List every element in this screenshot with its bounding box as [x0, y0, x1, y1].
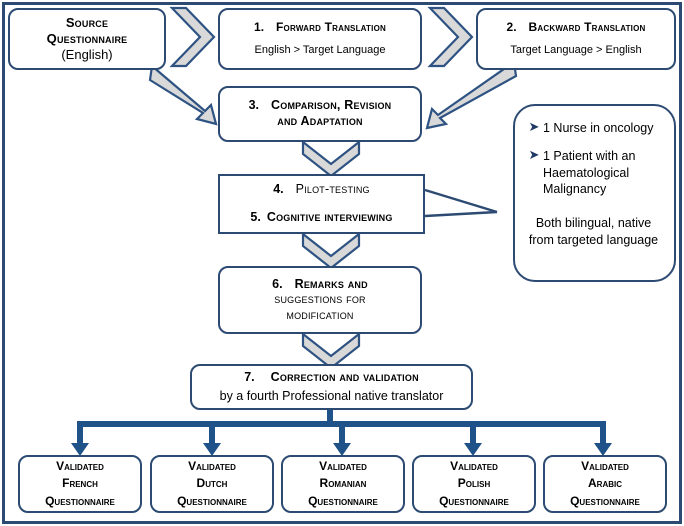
output-polish-line-1: Validated	[450, 458, 498, 473]
step-7-title: Correction and validation	[270, 369, 419, 384]
output-box-polish[interactable]: Validated Polish Questionnaire	[412, 455, 536, 513]
step-1-forward-translation-box[interactable]: 1. Forward Translation English > Target …	[218, 8, 422, 70]
output-romanian-line-3: Questionnaire	[308, 493, 378, 508]
diagonal-arrow-source-to-step3	[148, 63, 218, 126]
output-box-dutch[interactable]: Validated Dutch Questionnaire	[150, 455, 274, 513]
step-6-title-line-1: Remarks and	[294, 276, 368, 291]
participants-info-box[interactable]: ➤ 1 Nurse in oncology ➤ 1 Patient with a…	[513, 104, 676, 282]
source-line-3: (English)	[61, 47, 113, 63]
chevron-arrow-step3-to-step4	[301, 139, 361, 178]
output-arabic-line-1: Validated	[581, 458, 629, 473]
step-3-title-line-2: and Adaptation	[277, 114, 363, 128]
output-polish-line-2: Polish	[457, 476, 491, 491]
step-2-subtitle: Target Language > English	[510, 44, 642, 57]
output-polish-line-3: Questionnaire	[439, 493, 509, 508]
output-dutch-line-2: Dutch	[196, 476, 228, 491]
step-6-title-line-3: modification	[286, 307, 354, 322]
participant-item-2-line-2: Haematological	[543, 165, 630, 180]
step-7-subtitle: by a fourth Professional native translat…	[219, 388, 444, 403]
step-1-number: 1.	[254, 20, 265, 35]
step-1-title: Forward Translation	[276, 20, 386, 35]
participants-footnote-line-1: Both bilingual, native	[535, 216, 652, 230]
participant-item-1: ➤ 1 Nurse in oncology	[525, 119, 662, 136]
chevron-arrow-step6-to-step7	[301, 331, 361, 370]
step-2-number: 2.	[506, 20, 517, 35]
participants-footnote: Both bilingual, native from targeted lan…	[525, 215, 662, 249]
bullet-arrow-icon: ➤	[528, 119, 540, 134]
step-7-correction-validation-box[interactable]: 7. Correction and validation by a fourth…	[190, 364, 473, 410]
step-6-number: 6.	[272, 276, 283, 291]
step-4-row: 4. Pilot-testing	[273, 182, 370, 198]
output-french-line-2: French	[62, 476, 98, 491]
participant-item-1-label: 1 Nurse in oncology	[543, 121, 654, 135]
source-questionnaire-box[interactable]: Source Questionnaire (English)	[8, 8, 166, 70]
bullet-arrow-icon: ➤	[528, 147, 540, 163]
participant-item-2-line-3: Malignancy	[543, 181, 607, 196]
output-romanian-line-1: Validated	[319, 458, 367, 473]
step-4-number: 4.	[273, 182, 284, 197]
step-2-backward-translation-box[interactable]: 2. Backward Translation Target Language …	[476, 8, 676, 70]
chevron-arrow-source-to-step1	[169, 6, 216, 68]
step-5-row: 5. Cognitive interviewing	[250, 210, 392, 226]
source-line-1: Source	[65, 14, 109, 30]
output-arabic-line-2: Arabic	[588, 476, 622, 491]
step-1-subtitle: English > Target Language	[254, 44, 386, 57]
output-romanian-line-2: Romanian	[319, 476, 367, 491]
chevron-arrow-step5-to-step6	[301, 231, 361, 270]
participant-item-2: ➤ 1 Patient with an Haematological Malig…	[525, 147, 662, 197]
participant-item-2-line-1: 1 Patient with an	[543, 149, 636, 164]
output-arabic-line-3: Questionnaire	[570, 493, 640, 508]
connector-step45-to-participants	[424, 188, 498, 218]
diagonal-arrow-step2-to-step3	[425, 60, 518, 130]
step-3-number: 3.	[248, 98, 260, 113]
output-dutch-line-3: Questionnaire	[177, 493, 247, 508]
output-box-arabic[interactable]: Validated Arabic Questionnaire	[543, 455, 667, 513]
step-5-number: 5.	[250, 210, 261, 225]
output-french-line-3: Questionnaire	[45, 493, 115, 508]
step-5-title: Cognitive interviewing	[266, 210, 393, 225]
participants-footnote-line-2: from targeted language	[528, 232, 659, 247]
step-4-5-pilot-cognitive-box[interactable]: 4. Pilot-testing 5. Cognitive interviewi…	[218, 174, 425, 234]
output-french-line-1: Validated	[56, 458, 104, 473]
step-6-remarks-suggestions-box[interactable]: 6. Remarks and suggestions for modificat…	[218, 266, 422, 334]
step-4-title: Pilot-testing	[295, 182, 370, 197]
step-3-title-line-1: Comparison, Revision	[271, 98, 392, 113]
chevron-arrow-step1-to-step2	[427, 6, 474, 68]
source-line-2: Questionnaire	[46, 30, 128, 46]
step-3-comparison-revision-adaptation-box[interactable]: 3. Comparison, Revision and Adaptation	[218, 86, 422, 142]
step-2-title: Backward Translation	[528, 20, 646, 35]
distribution-bus	[71, 408, 612, 456]
output-box-romanian[interactable]: Validated Romanian Questionnaire	[281, 455, 405, 513]
output-dutch-line-1: Validated	[188, 458, 236, 473]
step-6-title-line-2: suggestions for	[274, 292, 366, 307]
output-box-french[interactable]: Validated French Questionnaire	[18, 455, 142, 513]
step-7-number: 7.	[244, 369, 255, 384]
